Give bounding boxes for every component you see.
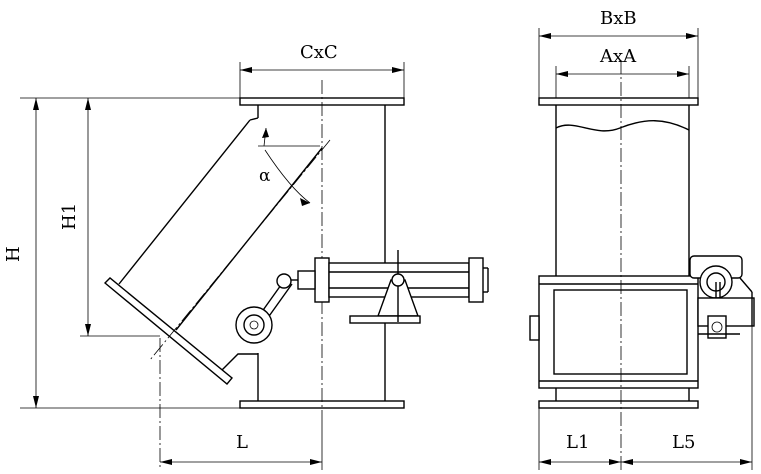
drive-assembly (689, 255, 755, 339)
chute-flange (103, 277, 233, 385)
alpha-arrow-stem (263, 127, 267, 147)
h-label: H (3, 246, 24, 262)
chute-top-joint (249, 117, 259, 121)
h1-label: H1 (59, 203, 80, 230)
side-view: α (3, 42, 489, 470)
front-bottom-flange (538, 400, 699, 409)
break-line (555, 120, 690, 132)
chute-outer-wall (118, 119, 251, 285)
alpha-arc (264, 149, 311, 204)
gate-window (553, 289, 688, 375)
cxc-label: CxC (300, 42, 338, 63)
alpha-label: α (259, 166, 271, 186)
l1-label: L1 (566, 432, 589, 453)
l-label: L (236, 432, 248, 453)
bxb-label: BxB (600, 8, 637, 29)
lever-arm (235, 273, 293, 344)
l5-label: L5 (672, 432, 695, 453)
chute-bracket (221, 353, 258, 371)
axa-label: AxA (599, 46, 637, 67)
alpha-arrow-bottom (300, 198, 310, 206)
chute-centerline (149, 139, 331, 361)
front-view: BxB AxA L1 L5 (529, 8, 755, 470)
front-top-flange (538, 97, 699, 106)
cylinder-support (349, 250, 421, 324)
left-knob (529, 315, 540, 341)
